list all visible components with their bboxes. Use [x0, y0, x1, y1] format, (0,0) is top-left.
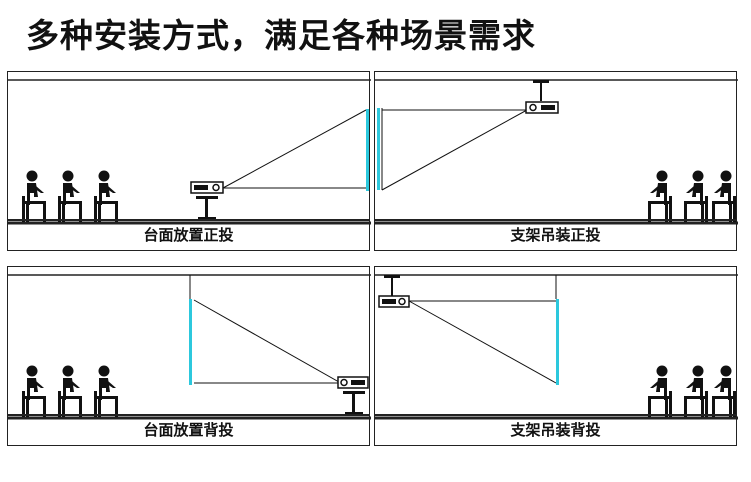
audience-group	[648, 365, 736, 417]
panel-desktop-front: 台面放置正投	[7, 71, 371, 251]
page-title: 多种安装方式，满足各种场景需求	[26, 16, 536, 55]
projection-beam	[381, 109, 528, 191]
projection-beam	[222, 109, 367, 189]
viewer-icon	[94, 365, 118, 417]
projector-icon	[337, 376, 369, 389]
projection-screen	[189, 299, 192, 385]
projector-icon	[378, 295, 410, 308]
panel-desktop-rear: 台面放置背投	[7, 266, 371, 446]
projector-icon	[190, 181, 224, 194]
panel-caption: 台面放置正投	[8, 219, 369, 250]
panel-caption: 支架吊装背投	[375, 414, 736, 445]
ceiling-mount	[384, 275, 400, 296]
projection-beam	[408, 300, 557, 384]
viewer-icon	[94, 170, 118, 222]
ceiling-mount	[533, 80, 549, 101]
projector-icon	[525, 101, 559, 114]
viewer-icon	[22, 365, 46, 417]
projection-screen	[377, 108, 380, 190]
viewer-icon	[648, 170, 672, 222]
viewer-icon	[684, 170, 708, 222]
panel-caption: 台面放置背投	[8, 414, 369, 445]
audience-group	[648, 170, 736, 222]
audience-group	[22, 170, 118, 222]
viewer-icon	[648, 365, 672, 417]
viewer-icon	[22, 170, 46, 222]
viewer-icon	[58, 170, 82, 222]
panel-caption: 支架吊装正投	[375, 219, 736, 250]
panel-ceiling-front: 支架吊装正投	[374, 71, 738, 251]
side-table	[196, 196, 218, 220]
side-table	[343, 391, 365, 415]
viewer-icon	[712, 170, 736, 222]
viewer-icon	[684, 365, 708, 417]
projection-screen	[556, 299, 559, 385]
viewer-icon	[58, 365, 82, 417]
audience-group	[22, 365, 118, 417]
projection-screen	[366, 109, 369, 191]
viewer-icon	[712, 365, 736, 417]
panel-ceiling-rear: 支架吊装背投	[374, 266, 738, 446]
projection-beam	[193, 299, 340, 384]
